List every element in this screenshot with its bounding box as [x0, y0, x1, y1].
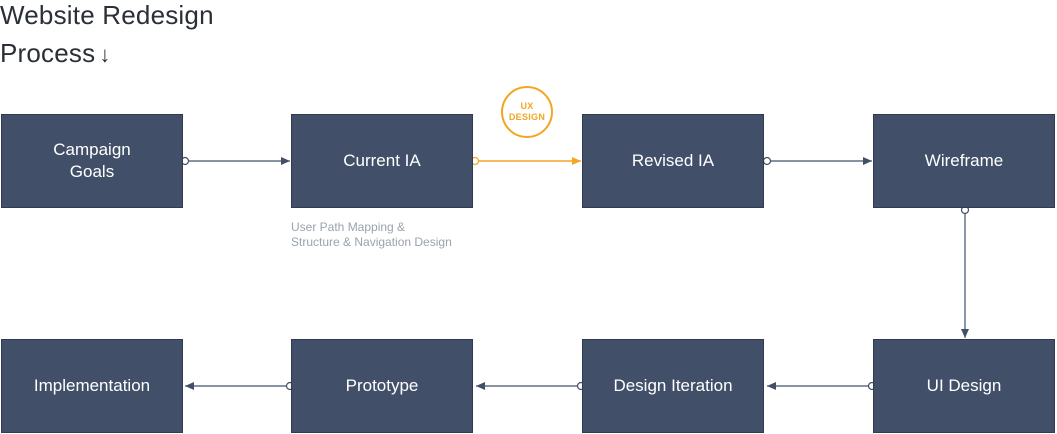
node-label: Current IA: [343, 151, 421, 170]
badge-line-1: UX: [520, 101, 534, 111]
connector-design-iteration-to-prototype: [476, 381, 586, 391]
node-label: Campaign: [53, 140, 131, 159]
current-ia-note: User Path Mapping & Structure & Navigati…: [291, 220, 452, 250]
node-ui-design: UI Design: [873, 339, 1055, 433]
title-line-2: Process: [0, 38, 96, 68]
title-line-1: Website Redesign: [0, 0, 214, 30]
node-label: Wireframe: [924, 151, 1004, 170]
node-label: UI Design: [926, 376, 1002, 395]
node-label: Prototype: [345, 376, 419, 395]
badge-line-2: DESIGN: [508, 112, 546, 122]
connector-prototype-to-implementation: [185, 381, 295, 391]
node-label: Goals: [69, 162, 115, 181]
connector-campaign-to-current-ia: [180, 156, 290, 166]
connector-revised-ia-to-wireframe: [762, 156, 872, 166]
node-implementation: Implementation: [1, 339, 183, 433]
connector-current-ia-to-revised-ia: [470, 156, 581, 166]
note-line-2: Structure & Navigation Design: [291, 235, 452, 249]
node-label: Implementation: [33, 376, 151, 395]
node-current-ia: Current IA: [291, 114, 473, 208]
node-wireframe: Wireframe: [873, 114, 1055, 208]
down-arrow-icon: ↓: [99, 42, 111, 67]
note-line-1: User Path Mapping &: [291, 220, 406, 234]
node-design-iteration: Design Iteration: [582, 339, 764, 433]
connector-ui-design-to-design-iteration: [767, 381, 877, 391]
connector-wireframe-to-ui-design: [960, 205, 970, 338]
node-label: Revised IA: [631, 151, 715, 170]
node-label: Design Iteration: [613, 376, 733, 395]
diagram-title: Website Redesign Process↓: [0, 0, 214, 74]
node-prototype: Prototype: [291, 339, 473, 433]
node-revised-ia: Revised IA: [582, 114, 764, 208]
